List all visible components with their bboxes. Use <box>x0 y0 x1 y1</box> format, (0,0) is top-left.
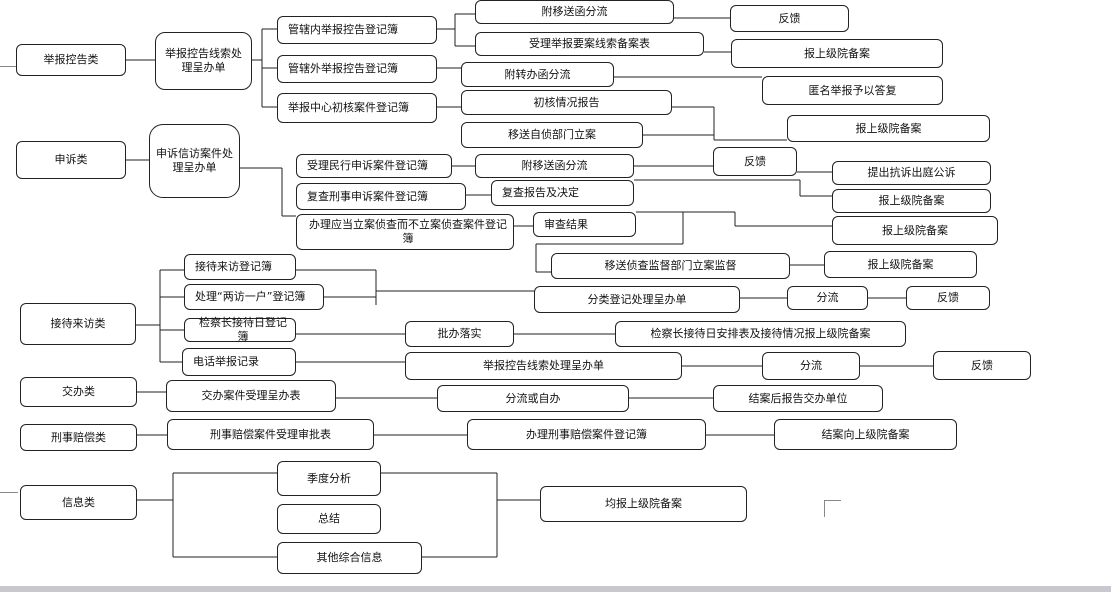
crop-mark-left <box>0 492 18 509</box>
transfer-supervision: 移送侦查监督部门立案监督 <box>551 253 790 279</box>
report-all-superior: 均报上级院备案 <box>540 486 747 522</box>
report-superior-d: 报上级院备案 <box>824 251 977 278</box>
assigned-case-form: 交办案件受理呈办表 <box>166 380 336 412</box>
category-visit: 接待来访类 <box>20 303 136 345</box>
register-two-visit: 处理“两访一户”登记簿 <box>184 284 324 310</box>
register-center-initial: 举报中心初核案件登记簿 <box>277 93 437 123</box>
summary: 总结 <box>277 504 381 534</box>
category-compensation: 刑事赔偿类 <box>20 424 137 451</box>
petition-handling-form: 申诉信访案件处理呈办单 <box>149 124 240 198</box>
protest-prosecution: 提出抗诉出庭公诉 <box>832 161 991 185</box>
approve-implement: 批办落实 <box>405 321 514 347</box>
phone-report-record: 电话举报记录 <box>182 348 296 376</box>
initial-check-report: 初核情况报告 <box>461 90 672 115</box>
visit-feedback: 反馈 <box>906 286 990 310</box>
crop-mark-top-left <box>0 66 18 83</box>
bottom-scroll-strip <box>0 586 1111 592</box>
category-info: 信息类 <box>20 485 137 520</box>
distribute-or-self: 分流或自办 <box>437 385 629 412</box>
feedback: 反馈 <box>730 5 849 32</box>
compensation-approval-form: 刑事赔偿案件受理审批表 <box>167 419 374 450</box>
category-petition: 申诉类 <box>16 141 126 179</box>
other-comprehensive-info: 其他综合信息 <box>277 542 422 574</box>
review-report-decision: 复查报告及决定 <box>491 180 634 206</box>
register-out-jurisdiction: 管辖外举报控告登记簿 <box>277 55 437 83</box>
report-superior-c: 报上级院备案 <box>832 216 998 245</box>
register-civil: 受理民行申诉案件登记簿 <box>296 154 452 178</box>
category-report: 举报控告类 <box>16 44 126 76</box>
review-result: 审查结果 <box>533 212 636 237</box>
chief-schedule-filing: 检察长接待日安排表及接待情况报上级院备案 <box>615 321 906 347</box>
forward-assign-letter: 附转办函分流 <box>461 62 614 87</box>
register-in-jurisdiction: 管辖内举报控告登记簿 <box>277 16 437 44</box>
anonymous-no-reply: 匿名举报予以答复 <box>762 76 943 105</box>
forward-letter-distribute: 附移送函分流 <box>475 0 674 24</box>
clue-filing-table: 受理举报要案线索备案表 <box>475 32 704 56</box>
petition-feedback: 反馈 <box>713 147 797 176</box>
report-handling-form: 举报控告线索处理呈办单 <box>155 32 252 90</box>
clue-handling-form: 举报控告线索处理呈办单 <box>405 352 682 380</box>
crop-mark-right <box>824 500 841 517</box>
phone-distribute: 分流 <box>762 352 860 380</box>
register-non-filing: 办理应当立案侦查而不立案侦查案件登记簿 <box>296 214 514 250</box>
phone-feedback: 反馈 <box>933 351 1031 380</box>
category-assigned: 交办类 <box>20 377 137 407</box>
register-reception: 接待来访登记簿 <box>184 254 296 280</box>
petition-forward-letter: 附移送函分流 <box>475 154 634 178</box>
register-chief-reception: 检察长接待日登记簿 <box>184 316 296 343</box>
quarterly-analysis: 季度分析 <box>277 461 381 496</box>
report-superior-filing: 报上级院备案 <box>731 39 943 68</box>
report-superior-filing-2: 报上级院备案 <box>787 115 990 142</box>
report-superior-a: 报上级院备案 <box>832 189 991 213</box>
compensation-report-superior: 结案向上级院备案 <box>774 419 957 450</box>
report-back-assigner: 结案后报告交办单位 <box>713 385 883 412</box>
classify-handling-form: 分类登记处理呈办单 <box>534 286 740 313</box>
compensation-register: 办理刑事赔偿案件登记簿 <box>467 419 706 450</box>
register-criminal-review: 复查刑事申诉案件登记簿 <box>296 183 466 210</box>
transfer-investigation: 移送自侦部门立案 <box>461 122 643 148</box>
visit-distribute: 分流 <box>787 286 868 310</box>
